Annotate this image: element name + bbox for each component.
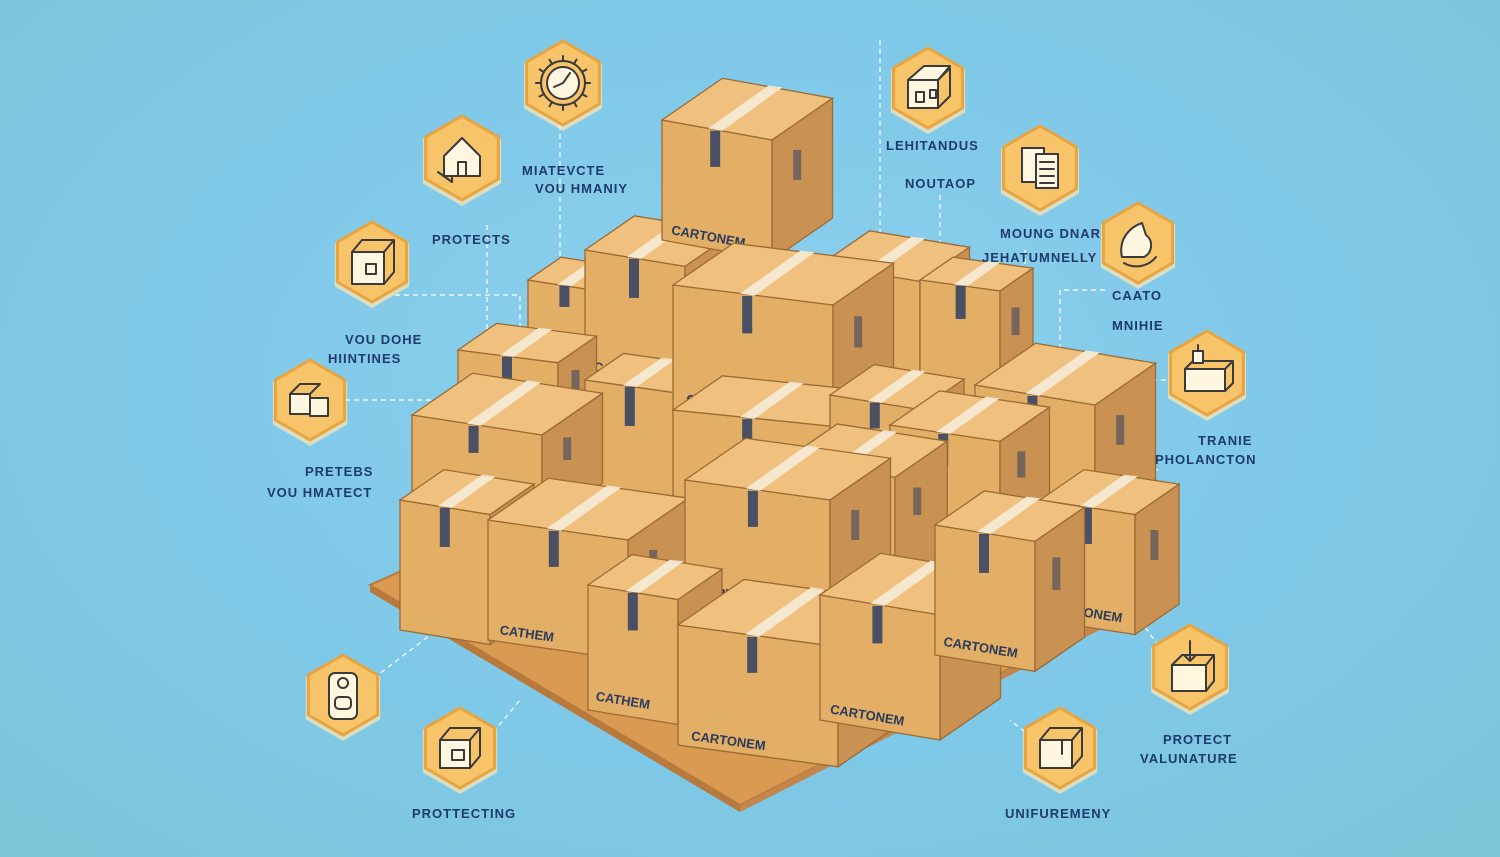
house-arrow-badge	[423, 114, 501, 206]
packing-tape	[867, 369, 926, 403]
box-bag-badge	[422, 706, 498, 794]
packing-tape	[870, 560, 945, 606]
box-drop-badge	[1151, 623, 1229, 715]
packing-tape	[745, 445, 821, 491]
label-protect-valuables-2: VALUNATURE	[1140, 751, 1238, 766]
packing-tape	[745, 587, 826, 637]
boxes-icon	[289, 383, 329, 417]
box-drop-icon	[1171, 640, 1215, 692]
packing-tape	[546, 485, 622, 531]
box-stack: CATHEMCATHEMCATHEMCARTONEMCARTONEMCATHEM…	[398, 77, 1181, 769]
label-volume-1: VOU DOHE	[345, 332, 422, 347]
packing-tape	[953, 261, 1001, 286]
label-protects: PROTECTS	[432, 232, 511, 247]
label-lightweight-2: NOUTAOP	[905, 176, 976, 191]
box-bag-icon	[439, 727, 481, 769]
package-badge	[1022, 706, 1098, 794]
documents-badge	[1001, 124, 1079, 216]
label-protect-valuables-1: PROTECT	[1163, 732, 1232, 747]
label-uniform: UNIFUREMENY	[1005, 806, 1111, 821]
label-storage-1: CAATO	[1112, 288, 1162, 303]
packing-tape	[936, 396, 1000, 434]
label-moving-2: JEHATUMNELLY	[982, 250, 1097, 265]
label-production-1: TRANIE	[1198, 433, 1252, 448]
documents-icon	[1021, 147, 1059, 189]
label-lightweight-1: LEHITANDUS	[886, 138, 979, 153]
packing-tape	[466, 380, 542, 426]
lock-tag-icon	[328, 672, 358, 720]
packing-tape	[500, 328, 553, 357]
shop-badge	[890, 46, 966, 134]
clock-gear-badge	[524, 39, 602, 131]
open-box-badge	[334, 220, 410, 308]
label-maintaining-1: MIATEVCTE	[522, 163, 605, 178]
text-labels: PROTECTS MIATEVCTE VOU HMANIY LEHITANDUS…	[267, 138, 1256, 821]
packing-tape	[622, 358, 676, 387]
label-prefers-2: VOU HMATECT	[267, 485, 372, 500]
house-arrow-icon	[437, 137, 481, 183]
lock-tag-badge	[305, 653, 381, 741]
boxes-badge	[272, 358, 348, 446]
clock-gear-icon	[535, 55, 591, 111]
desk-box-badge	[1168, 329, 1246, 421]
packing-tape	[1079, 474, 1138, 508]
shop-icon	[907, 65, 951, 109]
badge-group	[272, 39, 1246, 794]
packing-tape	[740, 381, 804, 419]
label-prefers-1: PRETEBS	[305, 464, 373, 479]
packing-tape	[740, 250, 815, 296]
packing-tape	[977, 496, 1041, 534]
packing-tape	[708, 85, 783, 131]
label-moving-1: MOUNG DNAR	[1000, 226, 1101, 241]
packing-tape	[625, 559, 684, 593]
package-icon	[1039, 727, 1083, 769]
label-maintaining-2: VOU HMANIY	[535, 181, 628, 196]
desk-box-icon	[1184, 344, 1234, 392]
label-storage-2: MNIHIE	[1112, 318, 1164, 333]
label-protecting: PROTTECTING	[412, 806, 516, 821]
packing-tape	[1025, 350, 1100, 396]
packing-tape	[437, 474, 496, 508]
box-front-far-right: CARTONEM	[933, 490, 1087, 673]
dog-icon	[1120, 222, 1157, 268]
box-top: CARTONEM	[660, 77, 835, 262]
open-box-icon	[351, 239, 395, 285]
label-production-2: PHOLANCTON	[1155, 452, 1256, 467]
dog-badge	[1100, 201, 1176, 289]
label-volume-2: HIINTINES	[328, 351, 401, 366]
